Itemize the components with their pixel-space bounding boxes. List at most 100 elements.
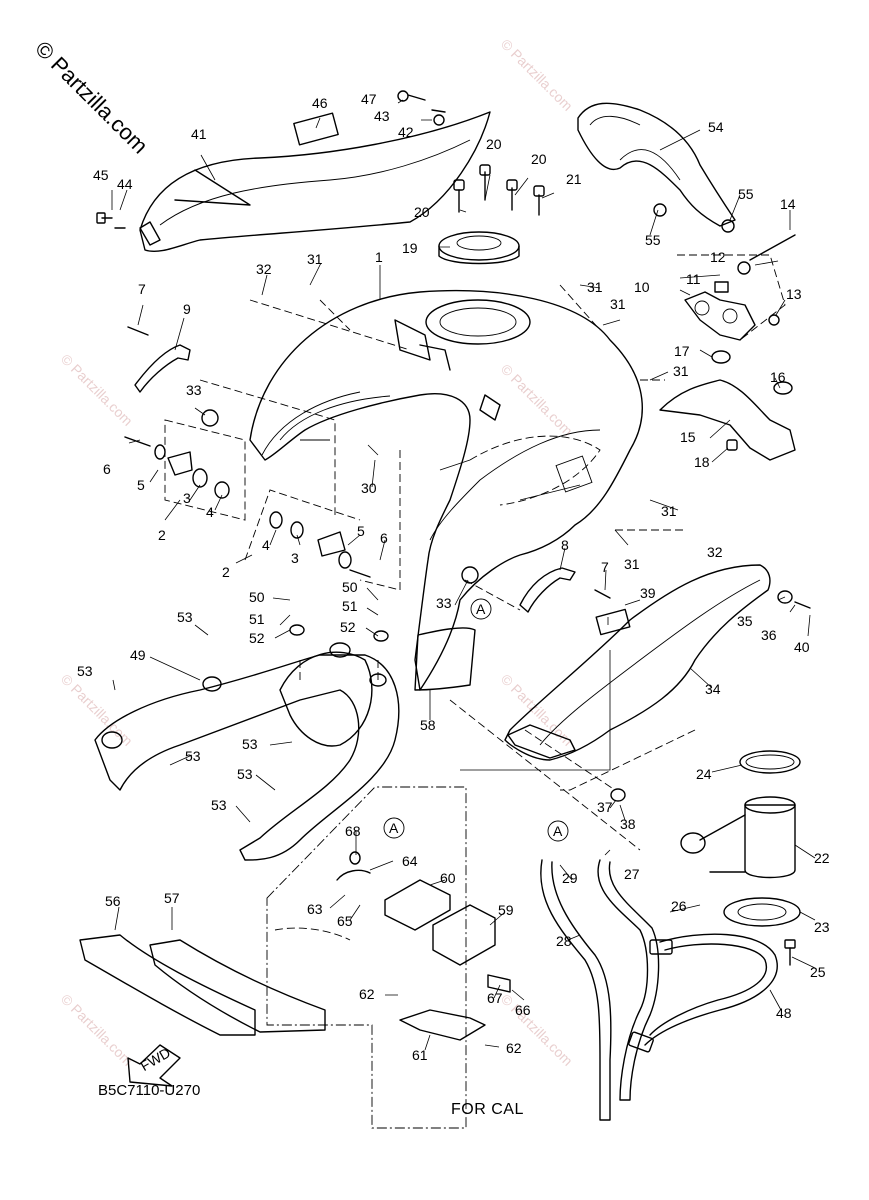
- part-label-19: 19: [402, 240, 418, 256]
- side-panel-right: [504, 564, 811, 802]
- callout-a: A A A: [383, 598, 569, 842]
- under-frame: [94, 624, 400, 861]
- part-label-3: 3: [183, 490, 191, 506]
- part-label-43: 43: [374, 108, 390, 124]
- part-label-29: 29: [562, 870, 578, 886]
- part-labels: 1 2 2 3 3 4 4 5 5 6 6 7 7 8 9 10 11 12 1…: [77, 91, 830, 1063]
- part-label-38: 38: [620, 816, 636, 832]
- part-label-40: 40: [794, 639, 810, 655]
- part-label-64: 64: [402, 853, 418, 869]
- part-label-66: 66: [515, 1002, 531, 1018]
- part-label-49: 49: [130, 647, 146, 663]
- fuel-pump: [680, 750, 801, 966]
- part-label-30: 30: [361, 480, 377, 496]
- watermark: © Partzilla.com: [498, 991, 576, 1069]
- part-label-53: 53: [185, 748, 201, 764]
- part-label-53: 53: [177, 609, 193, 625]
- part-label-68: 68: [345, 823, 361, 839]
- for-cal-boundary: [266, 786, 467, 1129]
- part-label-62: 62: [359, 986, 375, 1002]
- part-label-21: 21: [566, 171, 582, 187]
- part-label-20: 20: [531, 151, 547, 167]
- watermark: © Partzilla.com: [498, 36, 576, 114]
- part-label-32: 32: [256, 261, 272, 277]
- part-label-53: 53: [77, 663, 93, 679]
- part-label-46: 46: [312, 95, 328, 111]
- part-label-62: 62: [506, 1040, 522, 1056]
- part-label-55: 55: [738, 186, 754, 202]
- part-label-31: 31: [610, 296, 626, 312]
- side-cover-upper: [96, 90, 491, 252]
- part-label-6: 6: [103, 461, 111, 477]
- lower-covers: [79, 934, 326, 1036]
- part-label-4: 4: [262, 537, 270, 553]
- part-label-12: 12: [710, 249, 726, 265]
- part-label-27: 27: [624, 866, 640, 882]
- part-label-26: 26: [671, 898, 687, 914]
- part-label-6: 6: [380, 530, 388, 546]
- part-label-41: 41: [191, 126, 207, 142]
- part-label-63: 63: [307, 901, 323, 917]
- part-label-44: 44: [117, 176, 133, 192]
- part-label-42: 42: [398, 124, 414, 140]
- part-label-7: 7: [601, 559, 609, 575]
- part-label-5: 5: [357, 523, 365, 539]
- upper-bracket: [577, 102, 736, 233]
- part-label-25: 25: [810, 964, 826, 980]
- part-label-55: 55: [645, 232, 661, 248]
- part-label-20: 20: [486, 136, 502, 152]
- callout-a-label: A: [476, 601, 486, 617]
- part-label-35: 35: [737, 613, 753, 629]
- part-label-57: 57: [164, 890, 180, 906]
- part-label-20: 20: [414, 204, 430, 220]
- part-label-31: 31: [661, 503, 677, 519]
- bracket-9: [134, 344, 191, 393]
- part-label-53: 53: [237, 766, 253, 782]
- part-label-10: 10: [634, 279, 650, 295]
- fuel-tank: [249, 289, 643, 691]
- part-label-61: 61: [412, 1047, 428, 1063]
- part-label-24: 24: [696, 766, 712, 782]
- part-label-36: 36: [761, 627, 777, 643]
- watermark: © Partzilla.com: [498, 361, 576, 439]
- dashed-leaders: [199, 284, 696, 851]
- hoses: [540, 859, 778, 1121]
- part-label-34: 34: [705, 681, 721, 697]
- part-label-59: 59: [498, 902, 514, 918]
- part-label-11: 11: [686, 271, 701, 287]
- part-label-32: 32: [707, 544, 723, 560]
- reference-code: B5C7110-U270: [98, 1082, 201, 1099]
- gasket-plate: [414, 627, 476, 691]
- for-cal-label: FOR CAL: [451, 1101, 524, 1118]
- part-label-45: 45: [93, 167, 109, 183]
- part-label-50: 50: [249, 589, 265, 605]
- part-label-3: 3: [291, 550, 299, 566]
- part-label-48: 48: [776, 1005, 792, 1021]
- part-label-33: 33: [186, 382, 202, 398]
- callout-a-label: A: [389, 820, 399, 836]
- fuel-cap: [438, 164, 545, 265]
- fastener-cluster-left: [124, 326, 611, 599]
- part-label-53: 53: [211, 797, 227, 813]
- part-label-31: 31: [587, 279, 603, 295]
- part-label-2: 2: [158, 527, 166, 543]
- part-label-51: 51: [249, 611, 265, 627]
- part-label-52: 52: [249, 630, 265, 646]
- part-label-47: 47: [361, 91, 377, 107]
- part-label-28: 28: [556, 933, 572, 949]
- part-label-31: 31: [673, 363, 689, 379]
- part-label-2: 2: [222, 564, 230, 580]
- label-leaders: [111, 99, 816, 1051]
- part-label-8: 8: [561, 537, 569, 553]
- canister-assembly: [274, 851, 511, 1041]
- part-label-60: 60: [440, 870, 456, 886]
- part-label-9: 9: [183, 301, 191, 317]
- part-label-65: 65: [337, 913, 353, 929]
- part-label-58: 58: [420, 717, 436, 733]
- watermark: © Partzilla.com: [58, 991, 136, 1069]
- watermark: © Partzilla.com: [58, 351, 136, 429]
- part-label-7: 7: [138, 281, 146, 297]
- part-label-50: 50: [342, 579, 358, 595]
- part-label-37: 37: [597, 799, 613, 815]
